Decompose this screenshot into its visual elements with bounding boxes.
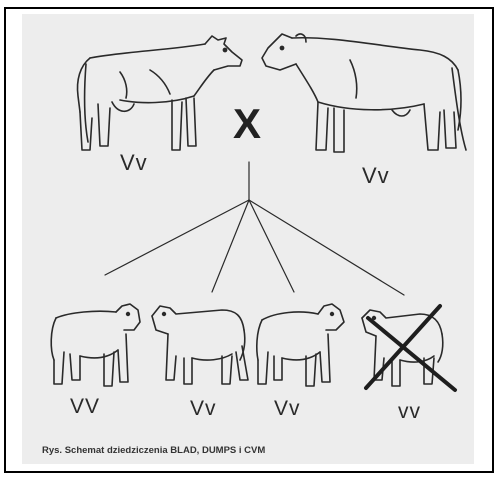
calf-4-genotype: vv — [398, 400, 421, 424]
figure-caption: Rys. Schemat dziedziczenia BLAD, DUMPS i… — [42, 445, 265, 456]
inheritance-branches — [105, 162, 404, 295]
calf-2-genotype: Vv — [190, 397, 217, 421]
parent-cow-left-drawing — [78, 36, 243, 150]
exclusion-cross-mark — [366, 306, 455, 390]
calf-1-drawing — [51, 304, 140, 386]
calf-2-drawing — [152, 306, 248, 384]
calf-3-genotype: Vv — [274, 397, 301, 421]
calf-3-drawing — [257, 304, 344, 386]
cross-symbol: X — [233, 100, 261, 148]
parent-bull-right-drawing — [262, 34, 466, 152]
parent-left-genotype: Vv — [120, 150, 148, 176]
calf-1-genotype: VV — [70, 395, 100, 419]
parent-right-genotype: Vv — [362, 163, 390, 189]
